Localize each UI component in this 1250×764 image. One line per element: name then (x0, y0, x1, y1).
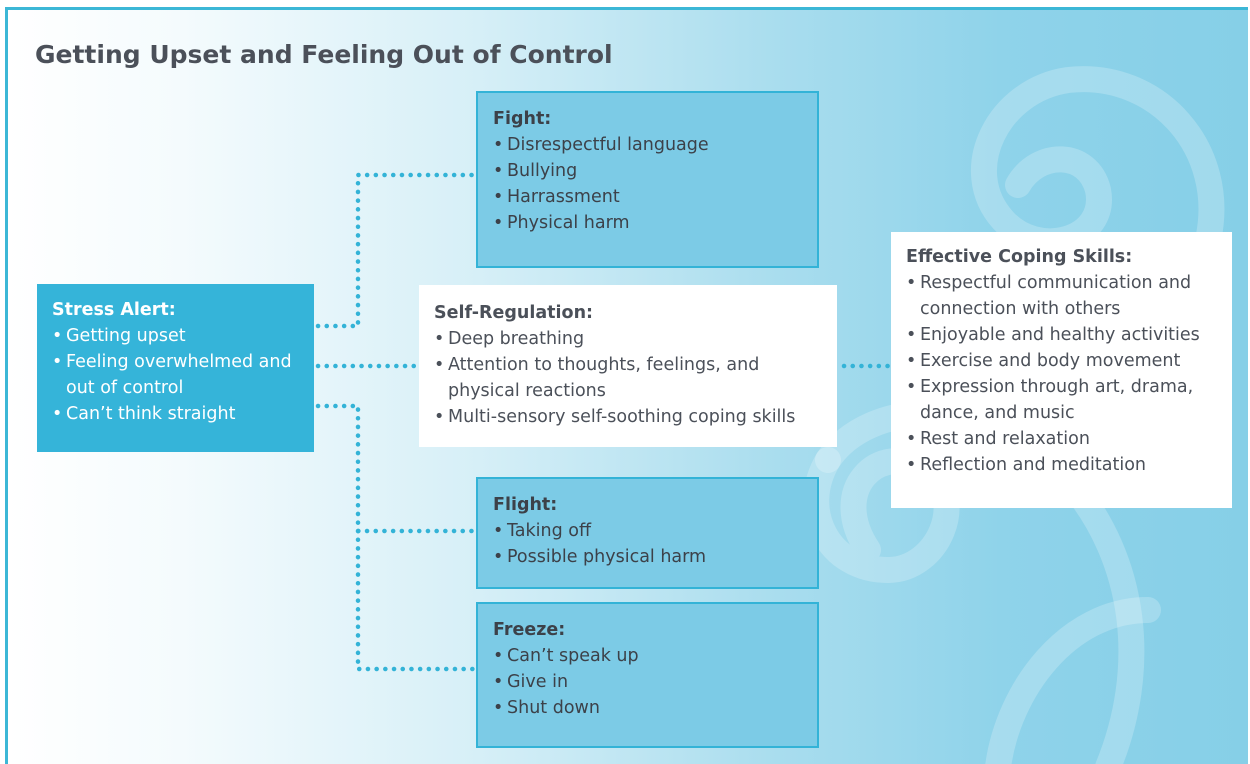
flight-list: Taking off Possible physical harm (493, 518, 803, 570)
freeze-heading: Freeze: (493, 620, 566, 640)
stress-alert-list: Getting upset Feeling overwhelmed and ou… (52, 323, 300, 427)
list-item: Multi-sensory self-soothing coping skill… (434, 404, 823, 430)
list-item: Bullying (493, 158, 803, 184)
coping-skills-heading: Effective Coping Skills: (906, 247, 1133, 267)
list-item: Physical harm (493, 210, 803, 236)
list-item: Exercise and body movement (906, 348, 1218, 374)
freeze-box: Freeze: Can’t speak up Give in Shut down (476, 602, 819, 748)
list-item: Taking off (493, 518, 803, 544)
diagram-frame: Getting Upset and Feeling Out of Control… (5, 7, 1248, 764)
freeze-list: Can’t speak up Give in Shut down (493, 643, 803, 721)
list-item: Can’t think straight (52, 401, 300, 427)
list-item: Disrespectful language (493, 132, 803, 158)
list-item: Deep breathing (434, 326, 823, 352)
list-item: Rest and relaxation (906, 426, 1218, 452)
fight-box: Fight: Disrespectful language Bullying H… (476, 91, 819, 268)
list-item: Enjoyable and healthy activities (906, 322, 1218, 348)
list-item: Can’t speak up (493, 643, 803, 669)
coping-skills-box: Effective Coping Skills: Respectful comm… (891, 232, 1232, 508)
list-item: Respectful communication and connection … (906, 270, 1218, 322)
self-regulation-list: Deep breathing Attention to thoughts, fe… (434, 326, 823, 430)
connector-stress-to-flight (315, 403, 479, 534)
coping-skills-list: Respectful communication and connection … (906, 270, 1218, 478)
list-item: Reflection and meditation (906, 452, 1218, 478)
self-regulation-heading: Self-Regulation: (434, 303, 594, 323)
connector-to-freeze (355, 528, 479, 672)
list-item: Harrassment (493, 184, 803, 210)
stress-alert-heading: Stress Alert: (52, 300, 176, 320)
page-title: Getting Upset and Feeling Out of Control (35, 40, 613, 69)
flight-heading: Flight: (493, 495, 558, 515)
list-item: Expression through art, drama, dance, an… (906, 374, 1218, 426)
fight-heading: Fight: (493, 109, 552, 129)
dotted-connectors (315, 172, 894, 672)
list-item: Feeling overwhelmed and out of control (52, 349, 300, 401)
flight-box: Flight: Taking off Possible physical har… (476, 477, 819, 589)
list-item: Give in (493, 669, 803, 695)
list-item: Possible physical harm (493, 544, 803, 570)
list-item: Attention to thoughts, feelings, and phy… (434, 352, 823, 404)
list-item: Shut down (493, 695, 803, 721)
fight-list: Disrespectful language Bullying Harrassm… (493, 132, 803, 236)
self-regulation-box: Self-Regulation: Deep breathing Attentio… (419, 285, 837, 447)
list-item: Getting upset (52, 323, 300, 349)
stress-alert-box: Stress Alert: Getting upset Feeling over… (37, 284, 314, 452)
